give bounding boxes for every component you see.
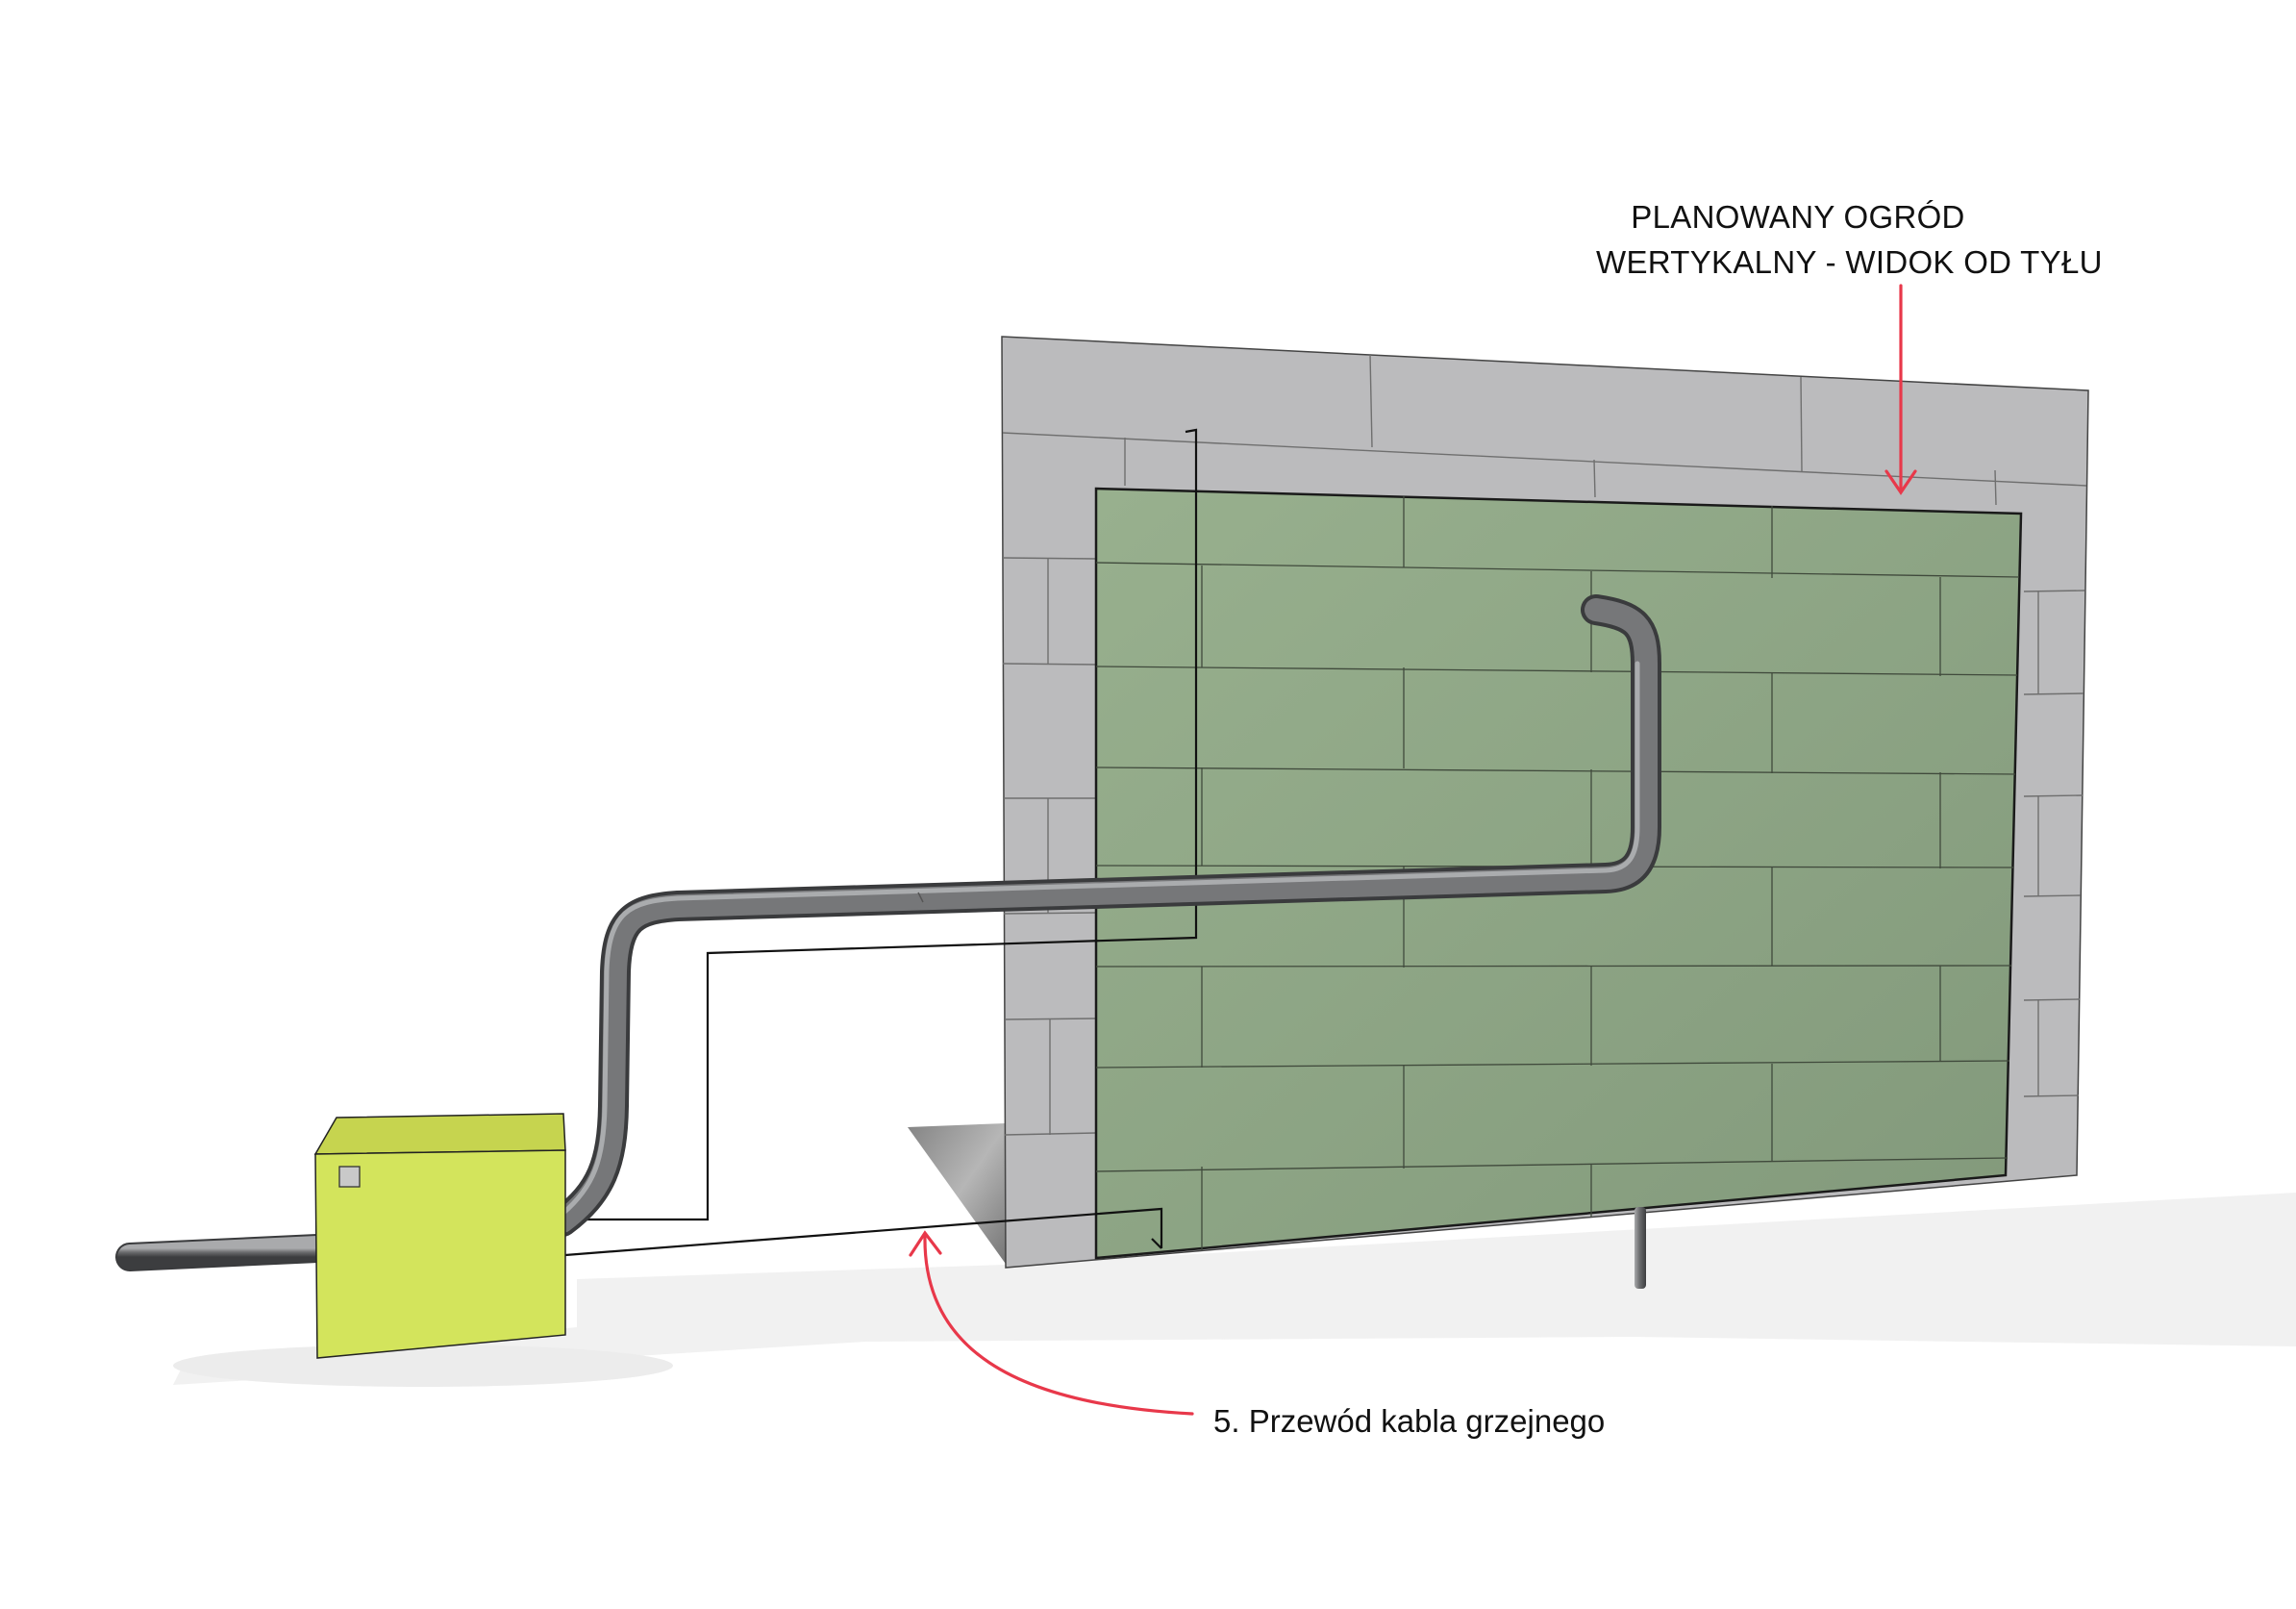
conduit-pipe [115,594,1661,1271]
garden-annotation-line2: WERTYKALNY - WIDOK OD TYŁU [1596,244,2103,280]
junction-box-indicator-icon [338,1166,361,1188]
box-shadow [173,1345,673,1387]
garden-annotation: PLANOWANY OGRÓD WERTYKALNY - WIDOK OD TY… [1596,194,2103,285]
garden-annotation-line1: PLANOWANY OGRÓD [1631,199,1965,235]
cable-annotation: 5. Przewód kabla grzejnego [1213,1403,1606,1439]
junction-box [313,1113,566,1359]
heating-cable [564,428,1198,1257]
floor-patch [908,1123,1008,1267]
cable-arrow-icon [909,1230,1194,1416]
support-post [1635,1207,1646,1289]
garden-arrow-icon [1884,284,1917,495]
ground-shadow [173,1193,2296,1385]
